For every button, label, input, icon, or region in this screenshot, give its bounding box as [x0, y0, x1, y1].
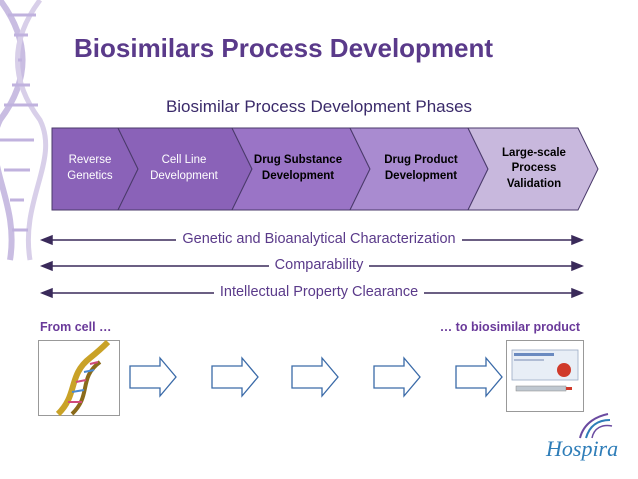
flow-arrow-2: [211, 356, 259, 398]
dna-decoration: [0, 0, 49, 261]
flow-arrow-5: [455, 356, 503, 398]
flow-arrow-1: [129, 356, 177, 398]
flow-arrow-4: [373, 356, 421, 398]
phases-subtitle: Biosimilar Process Development Phases: [165, 97, 473, 116]
flow-arrow-3: [291, 356, 339, 398]
brand-logo-text: Hospira: [546, 436, 619, 461]
bar-label-ip-clearance: Intellectual Property Clearance: [0, 284, 638, 300]
dna-helix-image: [38, 340, 120, 416]
to-product-label: … to biosimilar product: [439, 320, 580, 334]
page-title: Biosimilars Process Development: [74, 33, 494, 63]
drug-product-box-image: [506, 340, 584, 412]
phase-shape-4: [467, 127, 599, 211]
hospira-logo-mark: [579, 413, 613, 439]
from-cell-label: From cell …: [40, 320, 112, 334]
bar-label-characterization: Genetic and Bioanalytical Characterizati…: [0, 231, 638, 247]
bar-label-comparability: Comparability: [0, 257, 638, 273]
